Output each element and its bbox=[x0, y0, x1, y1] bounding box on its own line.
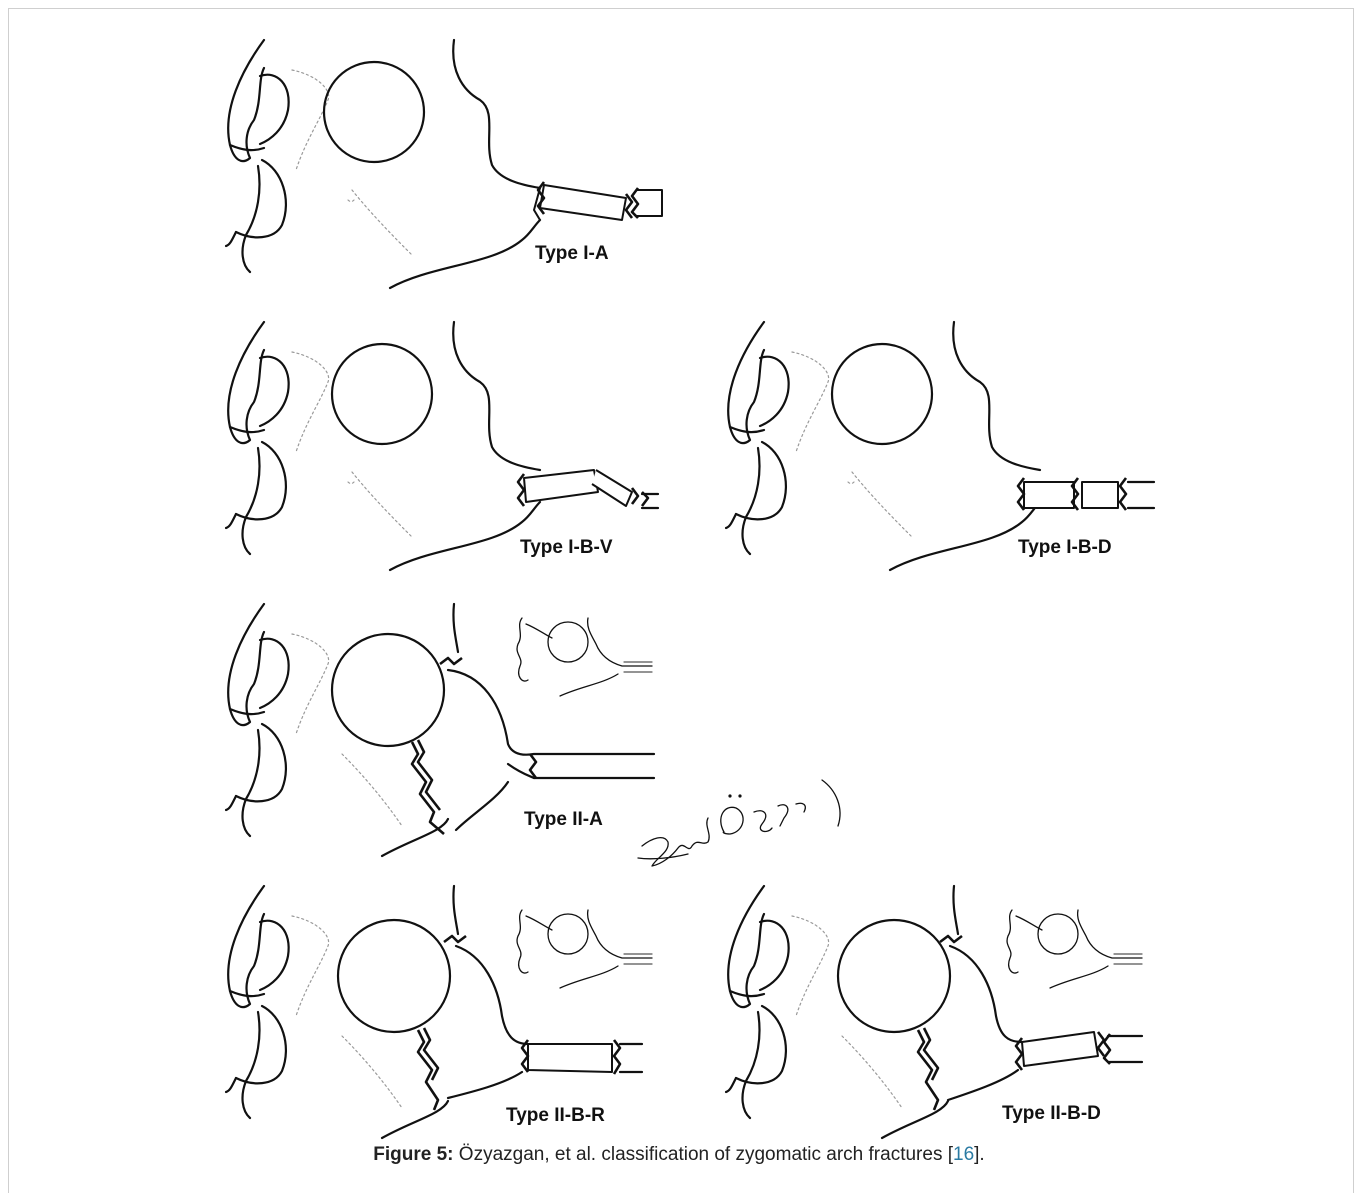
caption-end: ]. bbox=[974, 1144, 985, 1165]
type-label: Type II-A bbox=[524, 809, 603, 831]
caption-text: Özyazgan, et al. classification of zygom… bbox=[454, 1144, 953, 1165]
skull-diagram-type-1bv bbox=[222, 322, 672, 572]
type-label: Type I-A bbox=[535, 243, 609, 265]
panel-type-1bv bbox=[222, 322, 672, 572]
orbit-circle bbox=[324, 62, 424, 162]
skull-diagram-type-1bd bbox=[722, 322, 1172, 572]
figure-caption: Figure 5: Özyazgan, et al. classificatio… bbox=[0, 1144, 1358, 1166]
panel-type-1bd bbox=[722, 322, 1172, 572]
type-label: Type II-B-R bbox=[506, 1105, 605, 1127]
inset-diagram bbox=[512, 906, 672, 996]
caption-reference-link[interactable]: 16 bbox=[953, 1144, 974, 1165]
arch-segment bbox=[540, 185, 626, 220]
inset-diagram bbox=[512, 614, 672, 704]
panel-type-2bd bbox=[722, 886, 1172, 1136]
panel-type-2br bbox=[222, 886, 672, 1136]
type-label: Type I-B-V bbox=[520, 537, 613, 559]
type-label: Type II-B-D bbox=[1002, 1103, 1101, 1125]
handwritten-signature bbox=[632, 768, 862, 888]
type-label: Type I-B-D bbox=[1018, 537, 1112, 559]
caption-figure-number: Figure 5: bbox=[373, 1144, 453, 1165]
inset-diagram bbox=[1002, 906, 1162, 996]
panel-type-2a bbox=[222, 604, 672, 854]
